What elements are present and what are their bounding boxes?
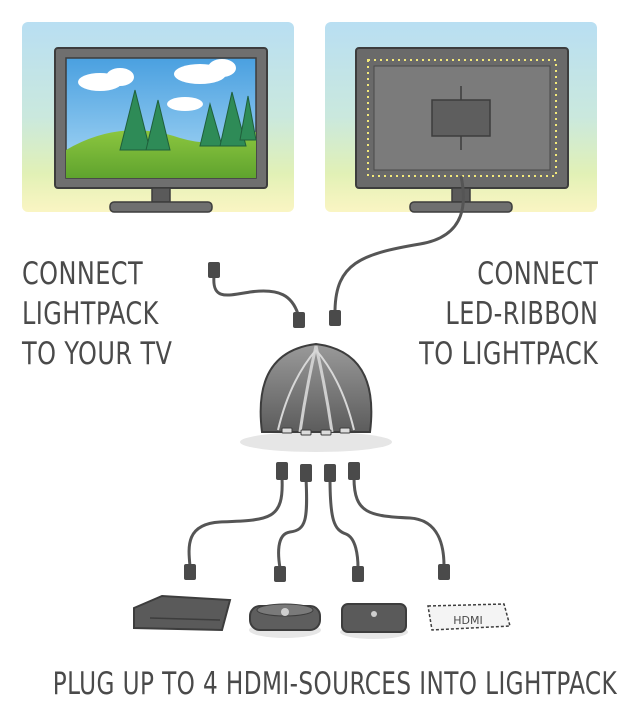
media-player-icon (249, 603, 321, 638)
label-line: CONNECT (476, 256, 598, 292)
led-ribbon-cable (333, 175, 465, 311)
hdmi-stick-label: HDMI (453, 614, 482, 627)
connect-lightpack-label: CONNECT LIGHTPACK TO YOUR TV (22, 254, 172, 374)
label-line: LED-RIBBON (445, 296, 598, 332)
hdmi-connector-icon (329, 310, 341, 326)
tv-front-base (109, 201, 213, 213)
hdmi-stick-icon (427, 603, 511, 631)
cloud-icon (78, 59, 236, 111)
label-line: LIGHTPACK (22, 296, 159, 332)
vesa-mount (431, 99, 491, 137)
lightpack-hub (240, 342, 392, 452)
label-line: TO YOUR TV (22, 336, 173, 372)
tv-back-neck (451, 187, 471, 203)
label-line: CONNECT (22, 256, 144, 292)
tv-back (325, 22, 597, 213)
hdmi-cable-tv (212, 275, 300, 315)
label-line: TO LIGHTPACK (418, 336, 598, 372)
hill-shape (66, 130, 256, 178)
hdmi-cable-sources (187, 477, 446, 569)
streaming-box-icon (340, 603, 408, 639)
game-console-icon (133, 594, 232, 632)
plug-sources-caption: PLUG UP TO 4 HDMI-SOURCES INTO LIGHTPACK (52, 666, 618, 702)
tv-front (22, 22, 294, 213)
hdmi-port-icon (281, 427, 351, 436)
tv-front-neck (151, 187, 171, 203)
tree-icon (119, 89, 257, 151)
hdmi-connector-icon (184, 462, 450, 582)
hdmi-connector-icon (208, 262, 305, 328)
connect-led-ribbon-label: CONNECT LED-RIBBON TO LIGHTPACK (419, 254, 598, 374)
